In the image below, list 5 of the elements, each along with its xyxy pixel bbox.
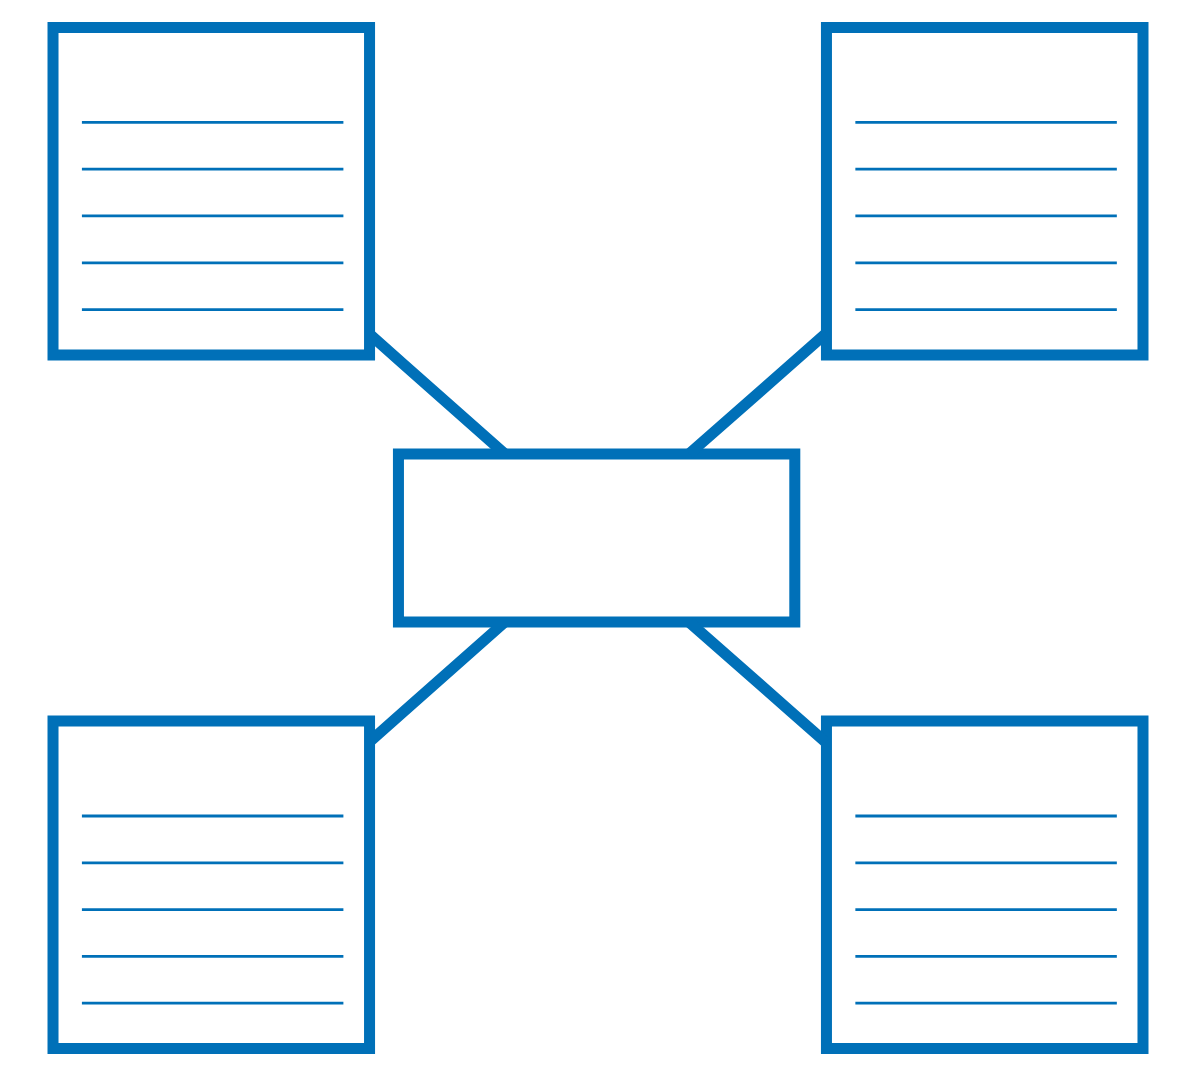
node-box bbox=[46, 21, 375, 361]
node-box bbox=[391, 448, 800, 628]
node-box bbox=[819, 715, 1148, 1055]
node-box bbox=[46, 715, 375, 1055]
node-box bbox=[819, 21, 1148, 361]
